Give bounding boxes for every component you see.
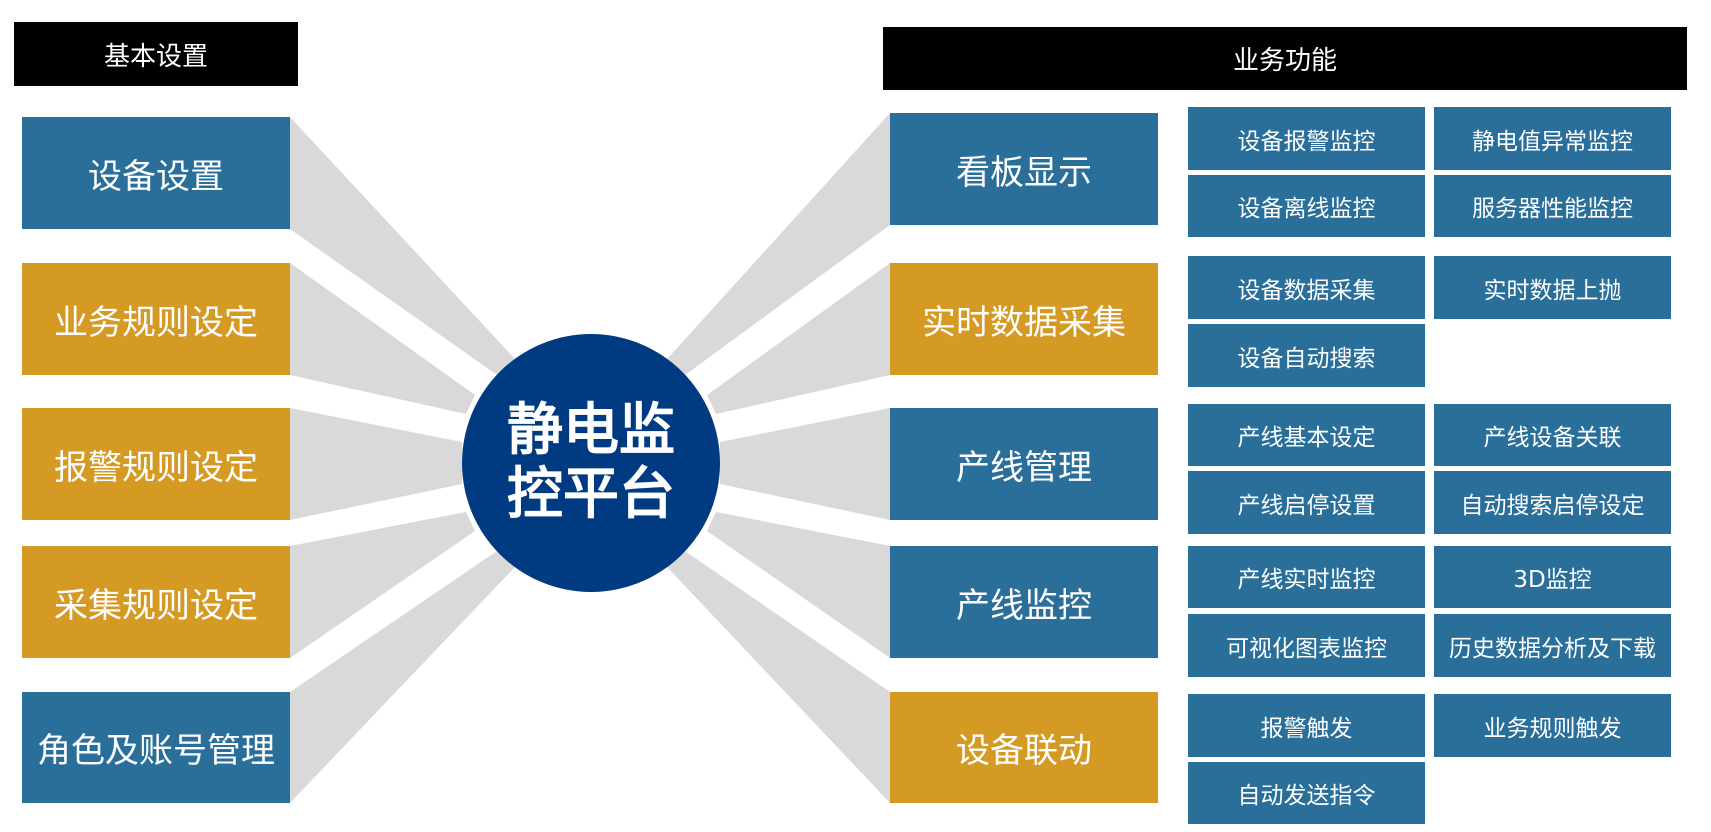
ray-left-3 — [290, 408, 462, 520]
sub-item-history-analysis-download[interactable]: 历史数据分析及下载 — [1434, 614, 1671, 677]
sub-item-line-start-stop[interactable]: 产线启停设置 — [1188, 471, 1425, 534]
header-basic-settings: 基本设置 — [14, 22, 298, 86]
sub-item-device-auto-search[interactable]: 设备自动搜索 — [1188, 324, 1425, 387]
sub-item-3d-monitor[interactable]: 3D监控 — [1434, 546, 1671, 608]
sub-item-alarm-trigger[interactable]: 报警触发 — [1188, 694, 1425, 757]
sub-item-line-device-association[interactable]: 产线设备关联 — [1434, 404, 1671, 466]
ray-right-3 — [720, 408, 890, 520]
sub-item-device-alarm-monitor[interactable]: 设备报警监控 — [1188, 107, 1425, 170]
sub-item-device-offline-monitor[interactable]: 设备离线监控 — [1188, 175, 1425, 237]
ray-left-4 — [290, 512, 475, 658]
ray-right-5 — [667, 551, 890, 803]
sub-item-auto-send-command[interactable]: 自动发送指令 — [1188, 762, 1425, 824]
right-item-dashboard[interactable]: 看板显示 — [890, 113, 1158, 225]
left-item-roles-accounts[interactable]: 角色及账号管理 — [22, 692, 290, 803]
sub-item-static-anomaly-monitor[interactable]: 静电值异常监控 — [1434, 107, 1671, 170]
left-item-collection-rules[interactable]: 采集规则设定 — [22, 546, 290, 658]
ray-left-1 — [290, 117, 515, 375]
ray-right-4 — [707, 512, 890, 658]
sub-item-visual-chart-monitor[interactable]: 可视化图表监控 — [1188, 614, 1425, 677]
left-item-alarm-rules[interactable]: 报警规则设定 — [22, 408, 290, 520]
right-item-device-linkage[interactable]: 设备联动 — [890, 692, 1158, 803]
sub-item-line-basic-settings[interactable]: 产线基本设定 — [1188, 404, 1425, 466]
right-item-line-management[interactable]: 产线管理 — [890, 408, 1158, 520]
ray-right-2 — [707, 263, 890, 414]
center-platform-circle: 静电监控平台 — [462, 334, 720, 592]
right-item-line-monitoring[interactable]: 产线监控 — [890, 546, 1158, 658]
ray-right-1 — [667, 113, 890, 375]
sub-item-device-data-collection[interactable]: 设备数据采集 — [1188, 256, 1425, 319]
ray-left-5 — [290, 551, 515, 803]
left-item-device-settings[interactable]: 设备设置 — [22, 117, 290, 229]
header-business-functions: 业务功能 — [883, 27, 1687, 90]
sub-item-realtime-data-upload[interactable]: 实时数据上抛 — [1434, 256, 1671, 319]
sub-item-server-performance-monitor[interactable]: 服务器性能监控 — [1434, 175, 1671, 237]
sub-item-line-realtime-monitor[interactable]: 产线实时监控 — [1188, 546, 1425, 608]
right-item-realtime-collection[interactable]: 实时数据采集 — [890, 263, 1158, 375]
ray-left-2 — [290, 263, 475, 414]
sub-item-auto-search-start-stop[interactable]: 自动搜索启停设定 — [1434, 471, 1671, 534]
center-title: 静电监控平台 — [507, 397, 675, 527]
left-item-business-rules[interactable]: 业务规则设定 — [22, 263, 290, 375]
sub-item-business-rule-trigger[interactable]: 业务规则触发 — [1434, 694, 1671, 757]
